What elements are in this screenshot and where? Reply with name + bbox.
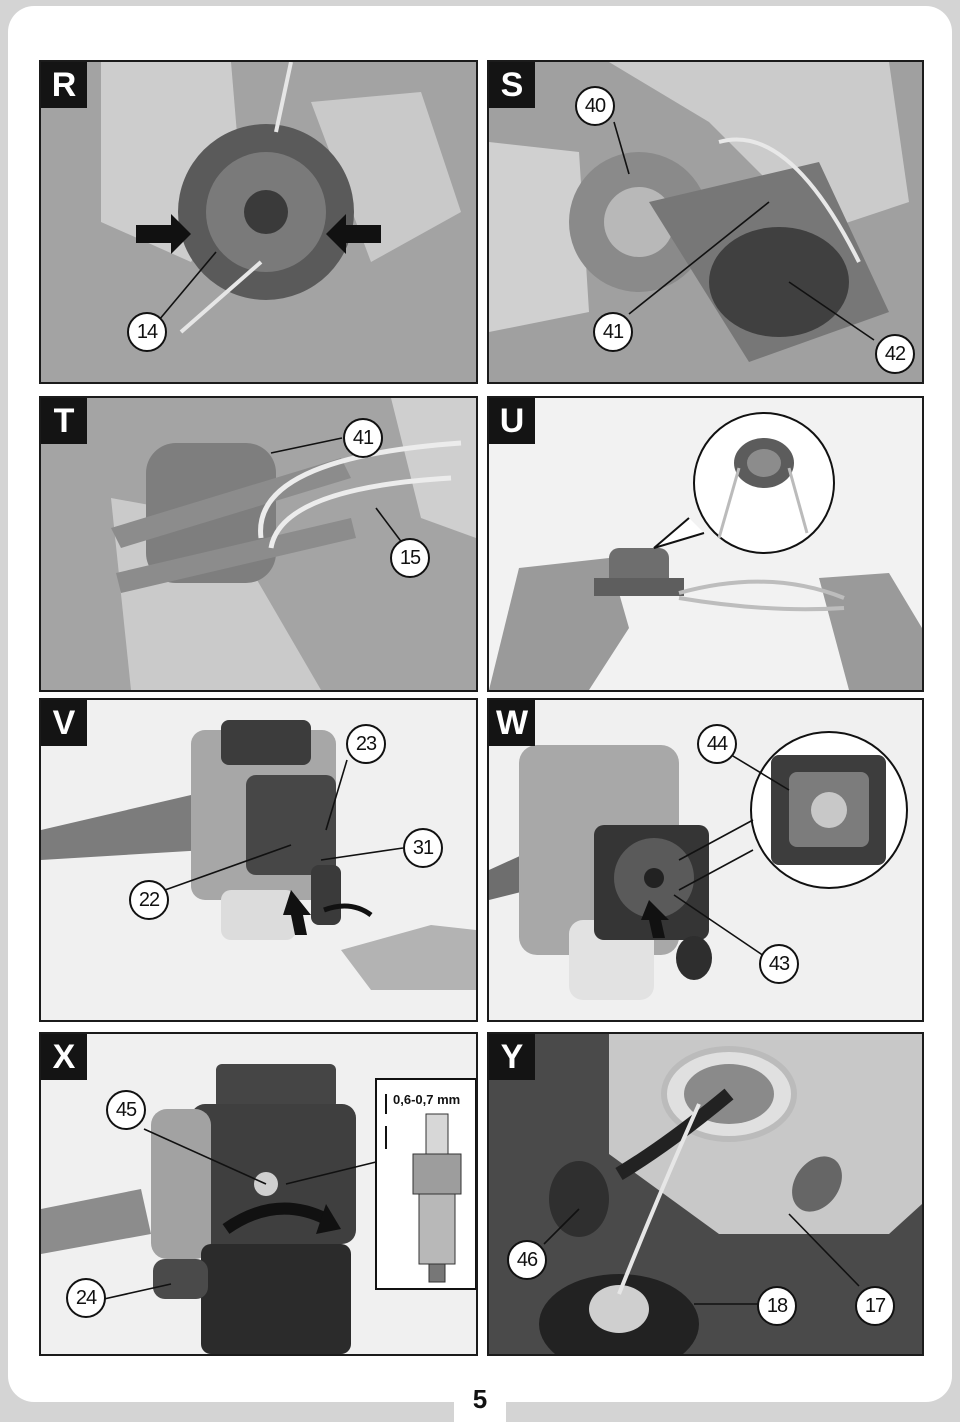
callout-17: 17 xyxy=(855,1286,895,1326)
callout-18: 18 xyxy=(757,1286,797,1326)
page-number: 5 xyxy=(454,1382,506,1422)
callout-41: 41 xyxy=(593,312,633,352)
panel-letter: T xyxy=(41,398,87,444)
panel-y: Y 46 18 17 xyxy=(487,1032,924,1356)
panel-s-photo xyxy=(489,62,922,382)
panel-letter: Y xyxy=(489,1034,535,1080)
panel-s: S 40 41 42 xyxy=(487,60,924,384)
callout-40: 40 xyxy=(575,86,615,126)
panel-letter: U xyxy=(489,398,535,444)
panel-letter: V xyxy=(41,700,87,746)
callout-24: 24 xyxy=(66,1278,106,1318)
callout-41: 41 xyxy=(343,418,383,458)
panel-t: T 41 15 xyxy=(39,396,478,692)
callout-44: 44 xyxy=(697,724,737,764)
callout-45: 45 xyxy=(106,1090,146,1130)
panel-letter: R xyxy=(41,62,87,108)
callout-31: 31 xyxy=(403,828,443,868)
panel-u: U xyxy=(487,396,924,692)
callout-22: 22 xyxy=(129,880,169,920)
panel-r: R 14 xyxy=(39,60,478,384)
panel-v-photo xyxy=(41,700,476,1020)
panel-letter: S xyxy=(489,62,535,108)
callout-42: 42 xyxy=(875,334,915,374)
callout-14: 14 xyxy=(127,312,167,352)
panel-x-photo xyxy=(41,1034,476,1354)
callout-23: 23 xyxy=(346,724,386,764)
panel-letter: W xyxy=(489,700,535,746)
callout-43: 43 xyxy=(759,944,799,984)
callout-46: 46 xyxy=(507,1240,547,1280)
manual-page: R 14 S 40 41 42 xyxy=(8,6,952,1402)
panel-v: V 23 31 22 xyxy=(39,698,478,1022)
spark-plug-gap-label: 0,6-0,7 mm xyxy=(393,1092,461,1107)
panel-r-photo xyxy=(41,62,476,382)
panel-letter: X xyxy=(41,1034,87,1080)
panel-x: X 45 24 0,6-0,7 mm xyxy=(39,1032,478,1356)
callout-15: 15 xyxy=(390,538,430,578)
panel-u-photo xyxy=(489,398,922,690)
panel-y-photo xyxy=(489,1034,922,1354)
panel-w: W 44 43 xyxy=(487,698,924,1022)
